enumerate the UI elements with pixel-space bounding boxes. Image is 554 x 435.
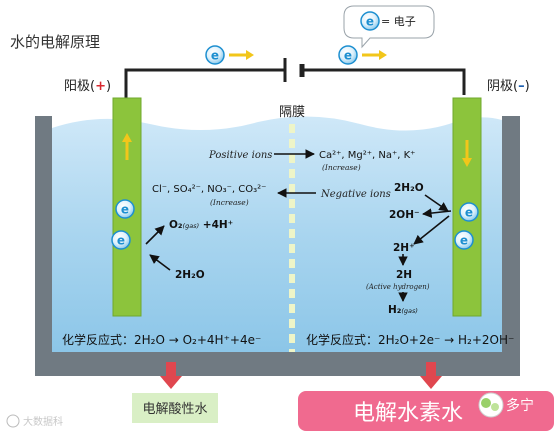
hydrogen-water-arrow	[420, 362, 442, 389]
anode-electron-2: e	[111, 230, 131, 250]
svg-text:多宁: 多宁	[506, 397, 534, 414]
electron-icon	[459, 202, 479, 222]
circuit-wire	[124, 68, 466, 108]
electron-icon-letter: e	[121, 203, 129, 217]
anode-label: 阳极(+)	[64, 79, 111, 94]
acidic-water-box	[132, 393, 218, 423]
anode-electron-1: e	[115, 199, 135, 219]
positive-ions-note: (Increase)	[322, 163, 361, 172]
active-hydrogen-note: (Active hydrogen)	[366, 283, 430, 291]
cathode-electron-2: e	[454, 230, 474, 250]
electron-legend: e = 电子	[343, 5, 435, 49]
watermark-right: 多宁	[478, 392, 534, 418]
electron-icon-letter: e	[366, 15, 374, 29]
electron-icon	[360, 11, 380, 31]
anode-product: O₂(gas) +4H⁺	[169, 219, 233, 231]
weibo-icon	[6, 414, 20, 428]
anode-flow-arrow-head	[122, 133, 132, 142]
cathode-electron-1: e	[459, 202, 479, 222]
hydrogen-water-label: 电解水素水	[353, 401, 463, 426]
electron-icon-letter: e	[460, 234, 468, 248]
electron-icon-letter: e	[344, 49, 352, 63]
cathode-arrow-from-water	[424, 194, 449, 212]
electron-legend-text: = 电子	[381, 15, 416, 28]
wire-electron-left: e	[205, 45, 254, 65]
cathode-arrow-to-proton	[413, 215, 450, 245]
negative-ions-species: Cl⁻, SO₄²⁻, NO₃⁻, CO₃²⁻	[152, 184, 266, 195]
page-title: 水的电解原理	[10, 33, 100, 51]
electron-icon	[454, 230, 474, 250]
cathode-equation: 化学反应式：2H₂O+2e⁻ → H₂+2OH⁻	[306, 332, 514, 347]
positive-ions-species: Ca²⁺, Mg²⁺, Na⁺, K⁺	[319, 150, 415, 161]
electron-icon-letter: e	[465, 206, 473, 220]
acidic-water-label: 电解酸性水	[142, 402, 207, 417]
cathode-h2: H₂(gas)	[388, 304, 418, 316]
cathode-reactant: 2H₂O	[394, 182, 424, 194]
anode-arrow-from-water	[149, 254, 171, 271]
anode-arrow-to-product	[145, 225, 165, 245]
negative-ions-note: (Increase)	[210, 198, 249, 207]
anode-reactant: 2H₂O	[175, 269, 205, 281]
acidic-water-arrow	[160, 362, 182, 389]
flow-arrow-head	[246, 50, 254, 60]
cathode-hydroxide: 2OH⁻	[389, 209, 420, 221]
cathode-label: 阴极(–)	[487, 79, 530, 94]
svg-text:大数据科: 大数据科	[23, 415, 63, 428]
negative-ions-label: Negative ions	[320, 189, 391, 200]
water	[52, 116, 502, 352]
membrane-label: 隔膜	[279, 105, 305, 120]
electron-icon	[115, 199, 135, 219]
wire-electron-right: e	[338, 45, 387, 65]
positive-ions-label: Positive ions	[208, 150, 272, 161]
electron-icon	[205, 45, 225, 65]
cathode-hydrogen: 2H	[396, 269, 412, 281]
anode-equation: 化学反应式：2H₂O → O₂+4H⁺+4e⁻	[62, 332, 261, 347]
flow-arrow-head	[379, 50, 387, 60]
watermark-left: 大数据科	[6, 414, 63, 428]
cathode-proton: 2H⁺	[393, 242, 415, 254]
cathode-flow-arrow-head	[462, 158, 472, 167]
electron-icon	[338, 45, 358, 65]
electron-icon-letter: e	[117, 234, 125, 248]
electron-icon	[111, 230, 131, 250]
electron-icon-letter: e	[211, 49, 219, 63]
